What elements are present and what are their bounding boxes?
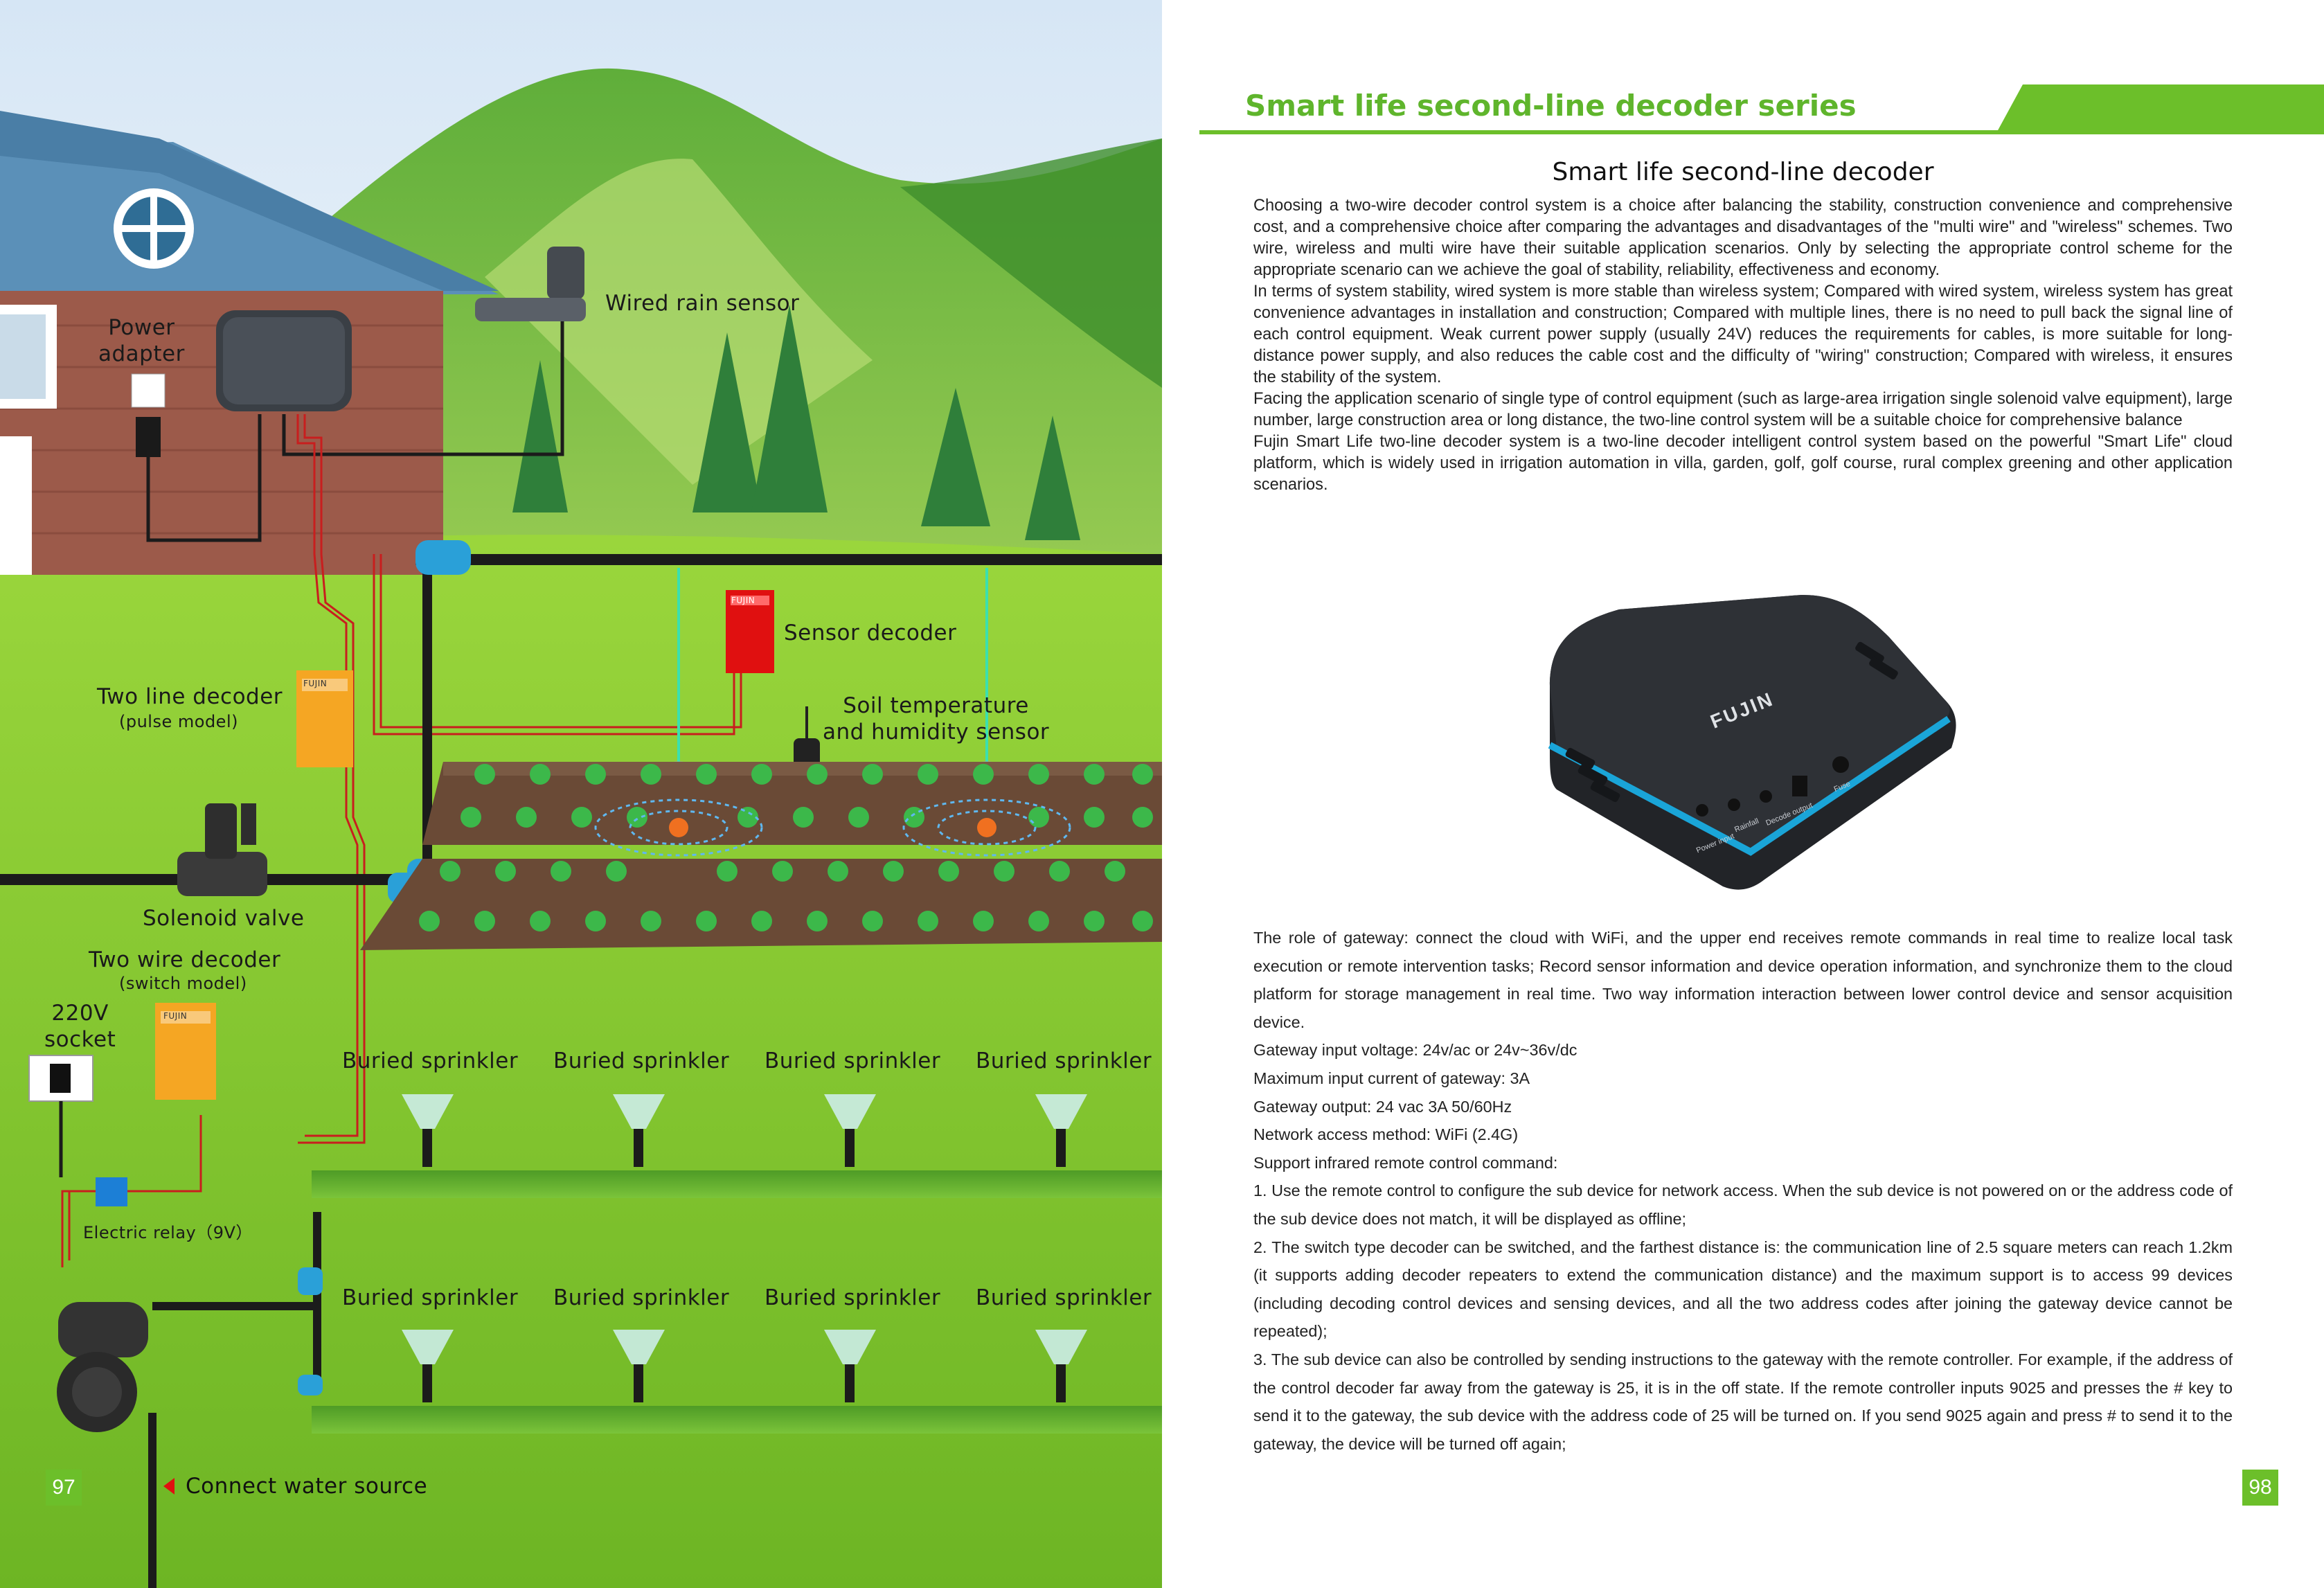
section-title: Smart life second-line decoder [1552, 158, 1934, 186]
label-two-line-decoder-sub: (pulse model) [119, 712, 238, 731]
spec-paragraph: Maximum input current of gateway: 3A [1253, 1069, 1530, 1087]
label-buried-sprinkler: Buried sprinkler [765, 1285, 941, 1310]
water-pump-device [57, 1302, 148, 1432]
header-bar [1199, 84, 2324, 134]
spec-text: The role of gateway: connect the cloud w… [1253, 924, 2233, 1458]
power-adapter-device [131, 310, 352, 457]
intro-paragraph: Choosing a two-wire decoder control syst… [1253, 197, 2233, 279]
label-sensor-decoder: Sensor decoder [784, 621, 957, 645]
pulse-decoder-brand: FUJIN [303, 679, 328, 688]
label-buried-sprinkler: Buried sprinkler [342, 1049, 519, 1073]
label-buried-sprinkler: Buried sprinkler [342, 1285, 519, 1310]
page-number-right: 98 [2242, 1470, 2278, 1506]
label-buried-sprinkler: Buried sprinkler [765, 1049, 941, 1073]
left-page: FUJIN FUJIN FUJIN Power adapter Wired ra… [0, 0, 1162, 1588]
two-line-decoder-pulse-device [296, 670, 353, 767]
sprinklers-lower [402, 1330, 1087, 1402]
label-buried-sprinkler: Buried sprinkler [553, 1285, 730, 1310]
spec-paragraph: The role of gateway: connect the cloud w… [1253, 929, 2233, 1031]
label-buried-sprinkler: Buried sprinkler [976, 1285, 1152, 1310]
intro-text: Choosing a two-wire decoder control syst… [1253, 195, 2233, 496]
electric-relay-device [96, 1177, 127, 1206]
lawn-strip-upper [312, 1170, 1162, 1198]
label-connect-water-source: Connect water source [186, 1474, 428, 1499]
socket-220v-device [28, 1055, 93, 1177]
label-socket-220v: 220V socket [44, 1001, 116, 1052]
gateway-device-image: FUJIN Power input Rainfall Decode output… [1529, 582, 1958, 903]
pine-trees [512, 305, 1080, 540]
rain-sensor-device [475, 247, 586, 321]
spec-paragraph: Gateway output: 24 vac 3A 50/60Hz [1253, 1097, 1512, 1116]
sensor-decoder-device [726, 590, 774, 673]
label-buried-sprinkler: Buried sprinkler [976, 1049, 1152, 1073]
page-number-left: 97 [46, 1470, 82, 1506]
sprinklers-upper [402, 1094, 1087, 1167]
two-wire-decoder-switch-device [155, 1003, 216, 1100]
spec-paragraph: Gateway input voltage: 24v/ac or 24v~36v… [1253, 1041, 1577, 1060]
spec-paragraph: Network access method: WiFi (2.4G) [1253, 1125, 1519, 1144]
label-solenoid-valve: Solenoid valve [143, 906, 305, 931]
label-buried-sprinkler: Buried sprinkler [553, 1049, 730, 1073]
label-electric-relay: Electric relay（9V） [83, 1223, 253, 1242]
spec-paragraph: Support infrared remote control command: [1253, 1153, 1558, 1172]
intro-paragraph: Fujin Smart Life two-line decoder system… [1253, 433, 2233, 494]
label-two-wire-decoder: Two wire decoder [89, 947, 281, 972]
label-two-wire-decoder-sub: (switch model) [119, 974, 247, 993]
seedlings [419, 764, 1153, 931]
label-two-line-decoder: Two line decoder [97, 684, 283, 709]
arrow-left-icon [163, 1478, 175, 1495]
right-page: Smart life second-line decoder series Sm… [1162, 0, 2324, 1588]
spec-paragraph: 2. The switch type decoder can be switch… [1253, 1238, 2233, 1341]
intro-paragraph: In terms of system stability, wired syst… [1253, 283, 2233, 386]
sensor-decoder-brand: FUJIN [731, 596, 756, 605]
switch-decoder-brand: FUJIN [163, 1011, 188, 1021]
irrigation-scene-illustration [0, 0, 1162, 1588]
spec-paragraph: 3. The sub device can also be controlled… [1253, 1350, 2233, 1453]
solenoid-valve-device [177, 803, 267, 896]
spec-paragraph: 1. Use the remote control to configure t… [1253, 1181, 2233, 1228]
label-wired-rain-sensor: Wired rain sensor [605, 291, 800, 316]
label-soil-sensor: Soil temperature and humidity sensor [823, 693, 1050, 744]
header-title: Smart life second-line decoder series [1245, 89, 1857, 123]
label-power-adapter: Power adapter [98, 315, 185, 366]
intro-paragraph: Facing the application scenario of singl… [1253, 390, 2233, 429]
lawn-strip-lower [312, 1406, 1162, 1434]
